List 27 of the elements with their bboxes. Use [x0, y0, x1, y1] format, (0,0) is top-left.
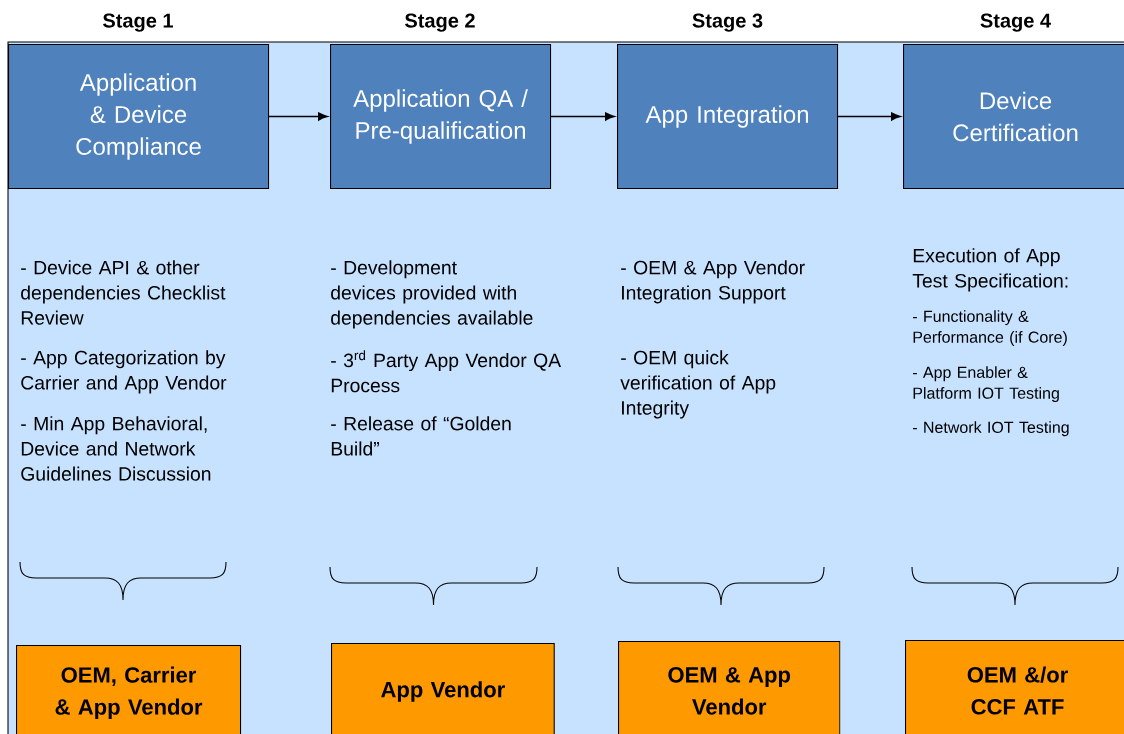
list-text: Execution of App Test Specification:: [912, 248, 1068, 292]
list-text: - OEM & App Vendor Integration Support: [621, 260, 805, 304]
list-text: - OEM quick verification of App Integrity: [620, 350, 776, 419]
stage-box: Device Certification: [903, 44, 1124, 190]
list-text: - Device API & other dependencies Checklist Review: [21, 260, 226, 325]
stage-label: Stage 2: [405, 13, 475, 32]
role-box: OEM &/or CCF ATF: [905, 640, 1124, 734]
list-text: - Network IOT Testing: [913, 421, 1069, 437]
list-text: - Release of “Golden Build”: [331, 416, 511, 456]
arrow: [837, 112, 901, 121]
list-text: - App Categorization by Carrier and App Vendor: [21, 350, 227, 394]
list-text: - 3$^{rd}$ Party App Vendor QA Process: [331, 350, 562, 393]
list-text: - Functionality & Performance (if Core): [913, 310, 1067, 346]
stage-label: Stage 4: [980, 13, 1051, 32]
stage-label: Stage 1: [103, 13, 173, 32]
stage-label: Stage 3: [692, 13, 763, 32]
role-box: OEM, Carrier & App Vendor: [16, 645, 242, 734]
stage-box: Application QA / Pre-qualification: [330, 44, 552, 190]
role-box: OEM & App Vendor: [618, 641, 841, 734]
stage-box: Application & Device Compliance: [8, 44, 270, 190]
arrow: [268, 112, 328, 121]
stage-box: App Integration: [617, 44, 839, 190]
list-text: - Development devices provided with dependencies available: [331, 260, 533, 329]
list-text: - Min App Behavioral, Device and Network Guidelines Discussion: [21, 416, 211, 481]
arrow: [550, 112, 615, 121]
list-text: - App Enabler & Platform IOT Testing: [913, 366, 1059, 402]
role-box: App Vendor: [331, 643, 555, 734]
